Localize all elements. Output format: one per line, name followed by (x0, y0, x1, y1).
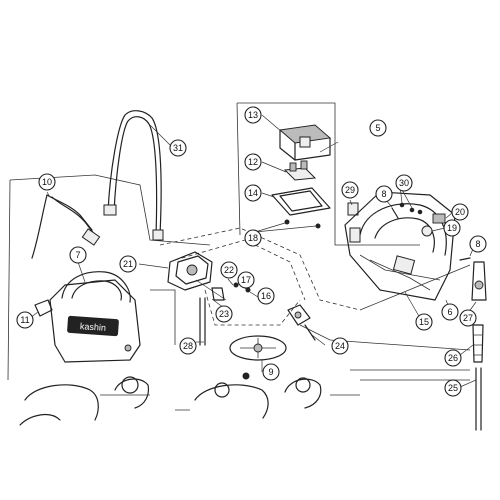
callout-8: 8 (469, 235, 487, 253)
callout-24: 24 (331, 337, 349, 355)
callout-31: 31 (169, 139, 187, 157)
callout-15-label: 15 (419, 317, 429, 327)
callout-24-label: 24 (335, 341, 345, 351)
callout-6: 6 (441, 303, 459, 321)
callout-29-label: 29 (345, 185, 355, 195)
callout-14-label: 14 (248, 188, 258, 198)
callout-19-label: 19 (447, 223, 457, 233)
handle-logo-text: kashin (80, 321, 107, 333)
callout-9: 9 (262, 363, 280, 381)
callout-22: 22 (220, 261, 238, 279)
part-main-housing (319, 141, 476, 319)
callout-25-label: 25 (448, 383, 458, 393)
callout-8: 8 (375, 185, 393, 203)
callout-8-label: 8 (475, 239, 480, 249)
bottom-fragments (19, 369, 470, 426)
callout-17: 17 (237, 271, 255, 289)
callout-11: 11 (16, 311, 34, 329)
callout-5: 5 (369, 119, 387, 137)
part-valve (287, 304, 326, 346)
callout-18: 18 (244, 229, 262, 247)
callout-6-label: 6 (447, 307, 452, 317)
callout-13: 13 (244, 106, 262, 124)
callout-14: 14 (244, 184, 262, 202)
part-disc (196, 335, 287, 380)
callout-19: 19 (443, 219, 461, 237)
callout-7: 7 (69, 246, 87, 264)
callout-5-label: 5 (375, 123, 380, 133)
callout-28: 28 (179, 337, 197, 355)
callout-21-label: 21 (123, 259, 133, 269)
part-box-stack (254, 114, 332, 233)
part-nozzle (459, 261, 487, 431)
callout-16: 16 (257, 287, 275, 305)
callout-8-label: 8 (381, 189, 386, 199)
callout-10-label: 10 (42, 177, 52, 187)
callout-27-label: 27 (463, 313, 473, 323)
callout-7-label: 7 (75, 250, 80, 260)
callout-26: 26 (444, 349, 462, 367)
callout-20: 20 (451, 203, 469, 221)
callout-23-label: 23 (219, 309, 229, 319)
callout-9-label: 9 (268, 367, 273, 377)
part-bracket (347, 199, 359, 216)
callout-13-label: 13 (248, 110, 258, 120)
part-power-cord (31, 191, 101, 259)
assembly-boundary-lines (7, 102, 471, 381)
part-handle-unit: kashin (49, 261, 141, 363)
callout-12: 12 (244, 153, 262, 171)
part-switch-group (199, 278, 259, 346)
callout-11-label: 11 (20, 315, 29, 325)
callout-15: 15 (415, 313, 433, 331)
callout-10: 10 (38, 173, 56, 191)
callout-17-label: 17 (241, 275, 251, 285)
callout-23: 23 (215, 305, 233, 323)
callout-25: 25 (444, 379, 462, 397)
callout-16-label: 16 (261, 291, 271, 301)
callout-20-label: 20 (455, 207, 465, 217)
callout-21: 21 (119, 255, 137, 273)
callout-26-label: 26 (448, 353, 458, 363)
callout-27: 27 (459, 309, 477, 327)
part-fitting (29, 299, 53, 319)
callout-12-label: 12 (248, 157, 258, 167)
callout-22-label: 22 (224, 265, 234, 275)
callout-30-label: 30 (399, 178, 409, 188)
part-motor (138, 251, 227, 301)
callout-30: 30 (395, 174, 413, 192)
callout-28-label: 28 (183, 341, 193, 351)
callout-18-label: 18 (248, 233, 258, 243)
part-strap (103, 110, 171, 241)
callout-29: 29 (341, 181, 359, 199)
callout-31-label: 31 (173, 143, 183, 153)
